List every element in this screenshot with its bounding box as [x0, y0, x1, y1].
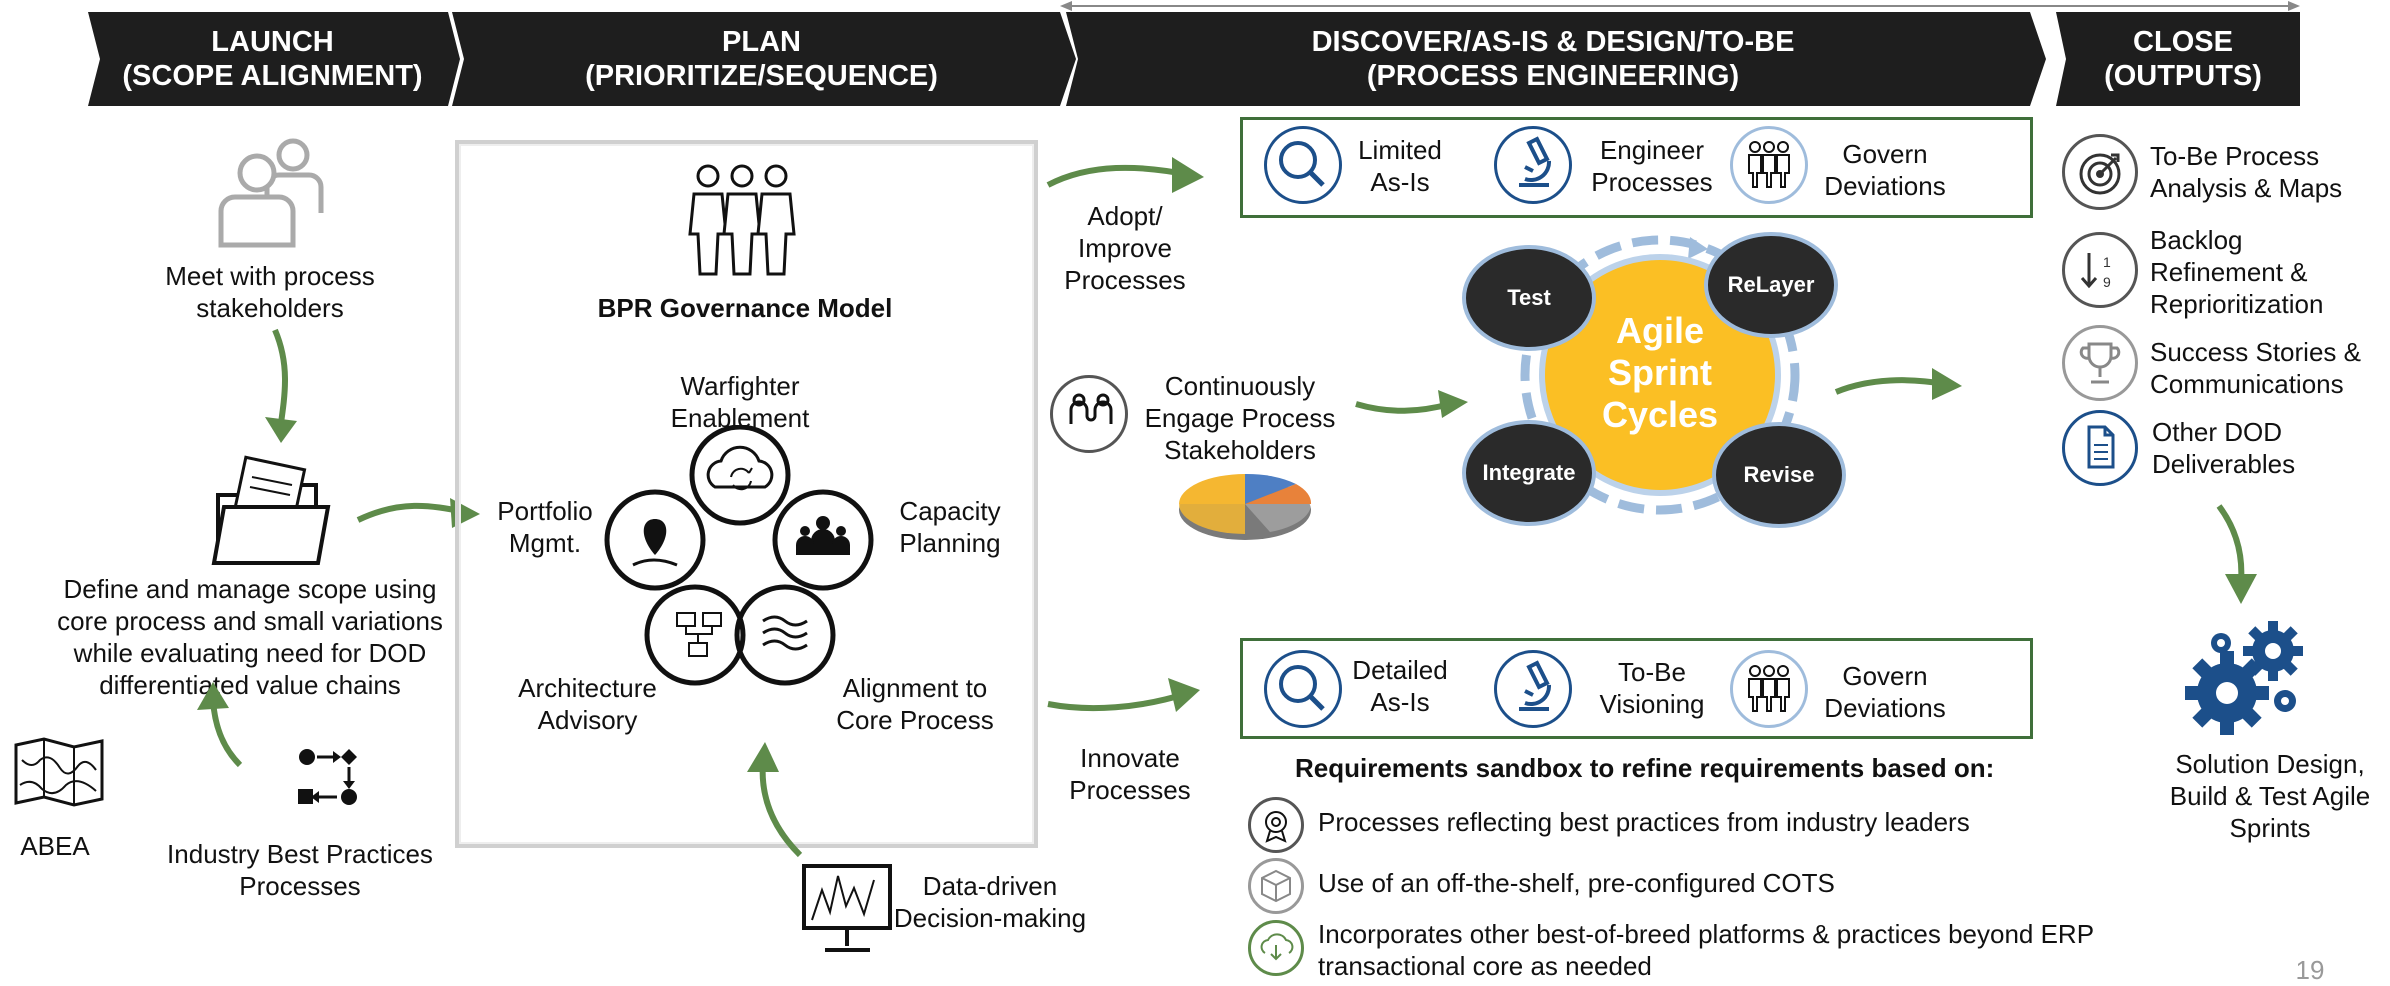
capacity-label: Capacity Planning [899, 496, 1001, 558]
arrow-engage-to-sprint [1355, 390, 1468, 418]
people-group-icon [1730, 126, 1808, 204]
document-icon [2062, 410, 2138, 486]
sprint-node-test: Test [1462, 245, 1596, 351]
capacity-circle [772, 489, 874, 591]
trophy-icon [2062, 325, 2138, 401]
sprint-center-label: Agile Sprint Cycles [1601, 310, 1719, 435]
phase-discover-subtitle: (PROCESS ENGINEERING) [1366, 60, 1740, 92]
sprint-node-integrate: Integrate [1462, 420, 1596, 526]
package-icon [1248, 858, 1304, 914]
arrow-innovate [1047, 678, 1200, 712]
governance-model-title: BPR Governance Model [597, 293, 893, 323]
svg-text:1: 1 [2103, 254, 2111, 270]
phase-launch-title: LAUNCH [211, 26, 334, 58]
map-icon [14, 737, 104, 807]
meet-stakeholders-text: Meet with process stakeholders [165, 261, 375, 323]
innovate-processes-text: Innovate Processes [1069, 743, 1191, 805]
bottom-process-box [1240, 638, 2033, 739]
sandbox-title: Requirements sandbox to refine requireme… [1295, 753, 1995, 783]
industry-best-practices-text: Industry Best Practices Processes [167, 839, 433, 901]
gears-icon [2185, 621, 2303, 735]
arrow-sprint-to-close [1834, 368, 1962, 400]
sandbox-item-3: Incorporates other best-of-breed platfor… [1318, 919, 2094, 981]
phase-close-title: CLOSE [2133, 26, 2233, 58]
people-group-icon-bottom [1730, 650, 1808, 728]
to-be-visioning-label: To-Be Visioning [1599, 657, 1705, 719]
close-item-4: Other DOD Deliverables [2152, 417, 2296, 479]
define-scope-text: Define and manage scope using core proce… [57, 574, 443, 700]
arrow-adopt [1046, 157, 1204, 193]
arrow-close-to-solution [2216, 504, 2257, 604]
alignment-circle [734, 584, 836, 686]
location-pin-icon [643, 519, 667, 555]
portfolio-label: Portfolio Mgmt. [497, 496, 593, 558]
sprint-node-revise: Revise [1712, 422, 1846, 528]
governance-circles [604, 425, 874, 686]
phase-close: CLOSE (OUTPUTS) [2066, 12, 2300, 106]
search-icon-bottom [1264, 650, 1342, 728]
phase-plan-title: PLAN [722, 26, 801, 58]
abea-label: ABEA [20, 831, 90, 861]
badge-icon [1248, 797, 1304, 853]
collaboration-icon [1050, 375, 1128, 453]
adopt-improve-text: Adopt/ Improve Processes [1064, 201, 1186, 295]
close-item-2: Backlog Refinement & Reprioritization [2150, 225, 2324, 319]
page-number: 19 [2295, 955, 2325, 985]
phase-launch: LAUNCH (SCOPE ALIGNMENT) [100, 12, 445, 106]
top-bracket [1060, 1, 2300, 11]
limited-as-is-label: Limited As-Is [1358, 135, 1442, 197]
solution-design-text: Solution Design, Build & Test Agile Spri… [2169, 749, 2371, 843]
plan-frame [455, 140, 1038, 848]
architecture-circle [644, 584, 746, 686]
team-icon [796, 516, 850, 555]
flag-icon [762, 615, 808, 651]
govern-deviations-bottom-label: Govern Deviations [1824, 661, 1946, 723]
phase-banner [88, 12, 2300, 106]
detailed-as-is-label: Detailed As-Is [1352, 655, 1448, 717]
phase-launch-subtitle: (SCOPE ALIGNMENT) [122, 60, 423, 92]
folder-icon [211, 455, 331, 565]
search-icon [1264, 126, 1342, 204]
sandbox-item-2: Use of an off-the-shelf, pre-configured … [1318, 868, 1835, 898]
warfighter-circle [689, 425, 791, 526]
monitor-chart-icon [802, 864, 892, 952]
pie-chart-icon [1179, 473, 1312, 540]
arrow-industry-to-define [197, 682, 243, 768]
engineer-processes-label: Engineer Processes [1591, 135, 1713, 197]
sandbox-item-1: Processes reflecting best practices from… [1318, 807, 1970, 837]
phase-discover-title: DISCOVER/AS-IS & DESIGN/TO-BE [1311, 26, 1795, 58]
microscope-icon-bottom [1494, 650, 1572, 728]
phase-plan: PLAN (PRIORITIZE/SEQUENCE) [464, 12, 1059, 106]
close-item-3: Success Stories & Communications [2150, 337, 2361, 399]
top-process-box [1240, 117, 2033, 218]
stakeholders-icon [218, 138, 324, 248]
portfolio-circle [604, 489, 706, 591]
microscope-icon [1494, 126, 1572, 204]
arrow-data-to-plan [747, 742, 803, 858]
svg-text:9: 9 [2103, 274, 2111, 290]
phase-close-subtitle: (OUTPUTS) [2104, 60, 2262, 92]
data-driven-text: Data-driven Decision-making [893, 871, 1087, 933]
alignment-label: Alignment to Core Process [836, 673, 994, 735]
phase-discover: DISCOVER/AS-IS & DESIGN/TO-BE (PROCESS E… [1078, 12, 2028, 106]
phase-plan-subtitle: (PRIORITIZE/SEQUENCE) [585, 60, 938, 92]
network-icon [676, 612, 722, 657]
arrow-meet-to-define [265, 328, 297, 443]
cloud-download-icon [1248, 920, 1304, 976]
governance-people-icon [688, 164, 796, 276]
close-item-1: To-Be Process Analysis & Maps [2150, 141, 2343, 203]
architecture-label: Architecture Advisory [518, 673, 657, 735]
target-icon [2062, 134, 2138, 210]
cloud-icon [706, 445, 774, 489]
govern-deviations-top-label: Govern Deviations [1824, 139, 1946, 201]
sprint-node-relayer: ReLayer [1704, 232, 1838, 338]
engage-stakeholders-text: Continuously Engage Process Stakeholders [1144, 371, 1336, 465]
process-flow-icon [298, 749, 357, 805]
